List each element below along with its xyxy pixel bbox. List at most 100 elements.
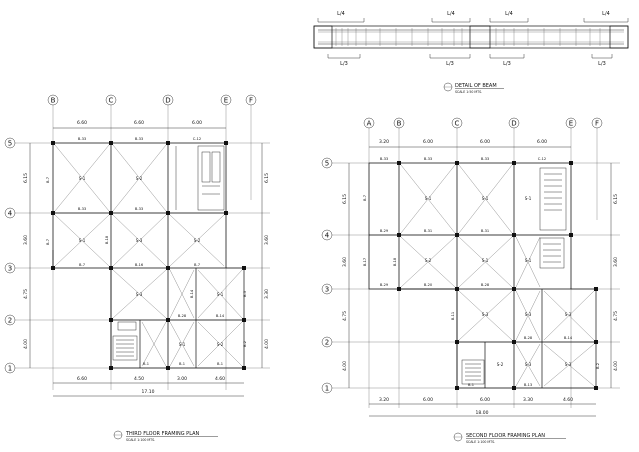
beam-label: B-7 [46,239,50,245]
beam-detail-scale: SCALE 1:50 MTS. [455,90,482,94]
slab-label: S-2 [194,238,201,243]
beam-label: B-2 [243,341,247,347]
dim-text: 6.15 [613,194,619,204]
dim-text: 3.30 [523,397,533,403]
slab-label: S-1 [79,238,86,243]
beam-label: B-33 [424,157,432,161]
beam-top-label: L/4 [602,11,610,17]
beam-detail-title: DETAIL OF BEAM [455,83,497,89]
dim-text: 3.60 [23,235,29,245]
slab-label: S-3 [565,312,572,317]
slab-label: S-2 [217,342,224,347]
svg-text:D: D [165,97,170,105]
beam-label: B-2 [596,363,600,369]
beam-outline [313,25,629,49]
second-floor-columns [397,161,598,390]
slab-label: S-3 [482,312,489,317]
dim-text: 4.00 [613,361,619,371]
beam-label: B-33 [78,207,86,211]
dim-text: 3.30 [264,289,270,299]
dim-text: 4.50 [134,376,144,382]
svg-text:B: B [51,97,56,105]
beam-label: B-28 [178,314,187,318]
beam-top-label: L/4 [337,11,345,17]
beam-label: B-14 [190,289,194,298]
beam-label: B-1 [468,383,474,387]
svg-text:B: B [397,120,402,128]
dim-text: 3.60 [342,257,348,267]
beam-label: B-7 [79,263,85,267]
beam-bottom-label: L/3 [446,61,454,67]
beam-label: B-3 [243,291,247,297]
slab-label: S-1 [482,196,489,201]
svg-text:D: D [511,120,516,128]
beam-label: B-20 [424,283,433,287]
beam-label: B-29 [380,283,389,287]
svg-text:C: C [455,120,460,128]
second-floor-slab-diagonals [400,164,595,387]
slab-label: S-1 [525,258,532,263]
beam-support-right [609,25,629,49]
beam-label: B-28 [481,283,490,287]
third-floor-scale: SCALE 1:100 MTS. [126,438,155,442]
svg-text:F: F [595,120,599,128]
svg-text:F: F [249,97,253,105]
dim-text: 3.20 [379,397,389,403]
beam-label: B-18 [393,257,397,266]
beam-label: B-11 [451,312,455,320]
beam-label: C-12 [193,137,201,141]
dim-text: 4.75 [613,311,619,321]
third-floor-plan: B C D E F 5 4 3 2 1 6.60 6.60 [4,94,270,442]
beam-bottom-label: L/3 [503,61,511,67]
dim-text: 6.60 [77,376,87,382]
dim-text: 6.00 [480,139,490,145]
slab-label: S-3 [136,238,143,243]
svg-text:3: 3 [8,265,12,273]
beam-label: B-33 [135,137,143,141]
beam-label: B-17 [363,258,367,266]
svg-text:E: E [224,97,228,105]
dim-text: 6.00 [480,397,490,403]
second-floor-stair-upper [539,167,567,269]
svg-text:5: 5 [325,160,329,168]
dim-text: 3.20 [379,139,389,145]
dim-text: 3.60 [264,235,270,245]
dim-text: 4.75 [23,289,29,299]
slab-label: S-3 [565,362,572,367]
beam-bottom-label: L/3 [598,61,606,67]
slab-label: S-3 [136,292,143,297]
dim-text: 4.00 [264,339,270,349]
second-floor-grid-lines [332,128,620,408]
beam-label: B-7 [363,195,367,201]
dim-text: 3.00 [177,376,187,382]
slab-label: S-1 [179,342,186,347]
svg-text:5: 5 [8,140,12,148]
dim-text: 6.00 [423,139,433,145]
dim-text: 3.60 [613,257,619,267]
beam-label: B-7 [46,177,50,183]
third-floor-stair-lower [112,321,138,361]
dim-text: 6.15 [264,173,270,183]
dim-text: 6.15 [23,173,29,183]
beam-label: B-28 [524,336,533,340]
svg-text:1: 1 [8,365,12,373]
dim-text: 4.00 [23,339,29,349]
beam-support-mid [469,25,491,49]
beam-label: C-12 [538,157,546,161]
beam-bottom-label: L/3 [340,61,348,67]
svg-text:A: A [367,120,372,128]
slab-label: S-3 [525,312,532,317]
dim-text: 6.60 [134,120,144,126]
dim-text: 4.60 [563,397,573,403]
slab-label: S-2 [425,258,432,263]
beam-label: B-1 [179,362,185,366]
beam-label: B-31 [481,229,489,233]
beam-label: B-29 [380,229,389,233]
dim-text: 4.00 [342,361,348,371]
svg-text:3: 3 [325,286,329,294]
dim-text: 4.75 [342,311,348,321]
svg-text:4: 4 [8,210,13,218]
dim-text: 6.00 [192,120,202,126]
slab-label: S-1 [482,258,489,263]
